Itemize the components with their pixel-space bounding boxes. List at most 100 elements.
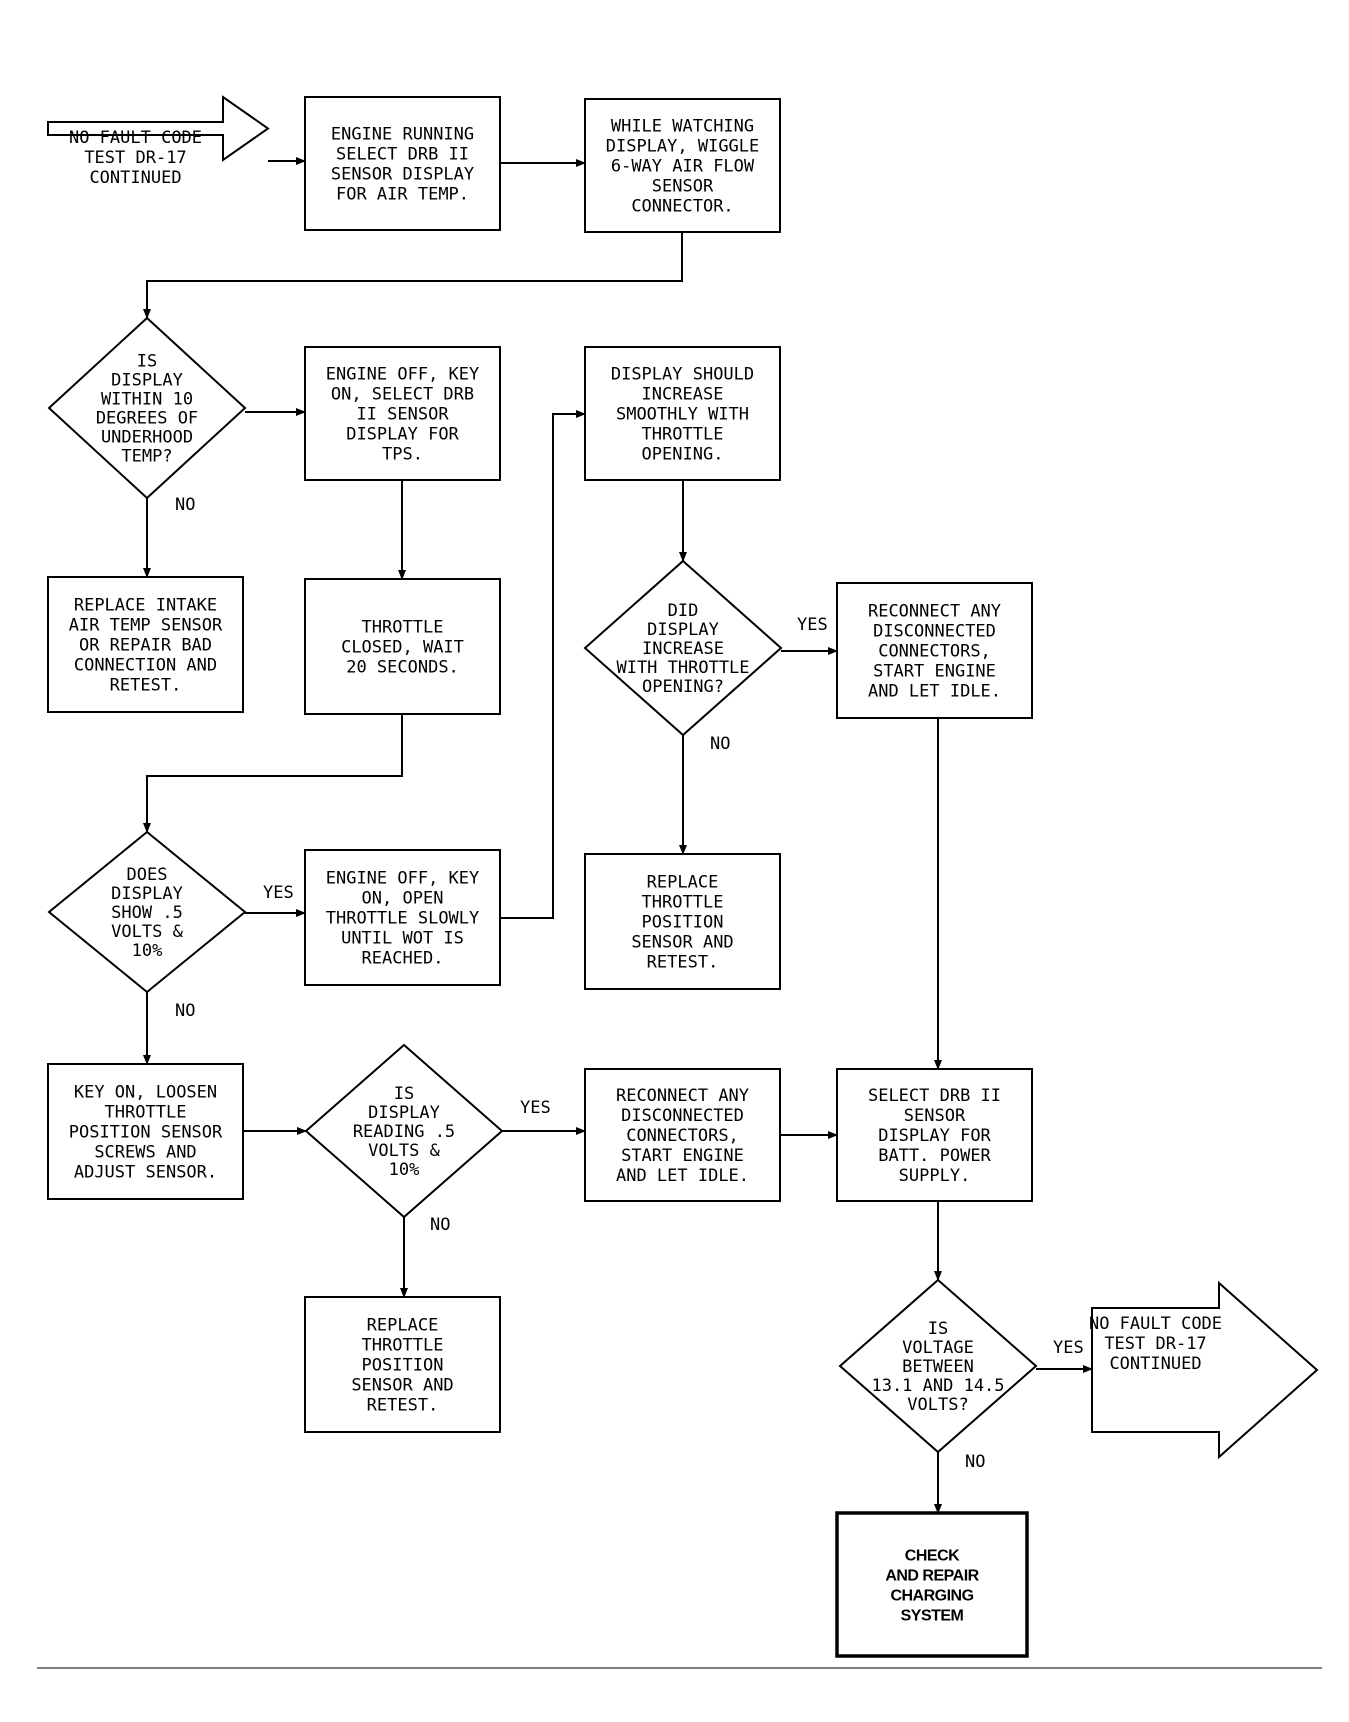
node-label-line: VOLTAGE	[902, 1338, 974, 1358]
node-label-line: THROTTLE	[642, 893, 724, 913]
node-label-line: SENSOR AND	[631, 933, 733, 953]
node-label-line: TEMP?	[121, 447, 172, 467]
node-label-line: DISCONNECTED	[621, 1106, 744, 1126]
node-label-line: REPLACE	[647, 873, 719, 893]
node-label-line: CHECK	[905, 1548, 960, 1565]
node-label-line: 13.1 AND 14.5	[871, 1376, 1004, 1396]
process-box-shape	[584, 346, 781, 481]
node-label-line: 10%	[132, 941, 163, 961]
node-label-line: OPENING.	[642, 445, 724, 465]
node-label-line: SENSOR DISPLAY	[331, 165, 474, 185]
node-label-line: DISPLAY	[111, 371, 183, 391]
node-n7: RECONNECT ANYDISCONNECTEDCONNECTORS,STAR…	[836, 582, 1033, 719]
node-label-line: DISPLAY SHOULD	[611, 365, 754, 385]
edge-n2-d1	[143, 232, 683, 319]
node-label-line: DEGREES OF	[96, 409, 198, 429]
edge-label: NO	[965, 1452, 985, 1472]
process-box-shape	[584, 1068, 781, 1202]
edge-label: NO	[175, 495, 195, 515]
process-box-shape	[584, 853, 781, 990]
node-label-line: UNTIL WOT IS	[341, 929, 464, 949]
node-label-line: RETEST.	[647, 953, 719, 973]
node-label-line: READING .5	[353, 1122, 455, 1142]
process-box-shape	[47, 576, 244, 713]
node-label-line: WITH THROTTLE	[616, 658, 749, 678]
node-label-line: THROTTLE	[362, 618, 444, 638]
node-label-line: CONNECTORS,	[878, 642, 991, 662]
node-label-line: 20 SECONDS.	[346, 658, 459, 678]
node-label-line: 10%	[389, 1160, 420, 1180]
edge-label: NO	[430, 1215, 450, 1235]
node-label-line: CONNECTOR.	[631, 197, 733, 217]
node-label-line: ENGINE OFF, KEY	[326, 365, 480, 385]
process-box-shape	[304, 578, 501, 715]
node-label-line: BATT. POWER	[878, 1146, 991, 1166]
process-box-shape	[304, 849, 501, 986]
node-label-line: TEST DR-17	[84, 148, 186, 168]
node-label-line: WHILE WATCHING	[611, 117, 754, 137]
node-label-line: ENGINE RUNNING	[331, 125, 474, 145]
node-label-line: NO FAULT CODE	[69, 128, 202, 148]
node-label-line: RECONNECT ANY	[616, 1086, 749, 1106]
node-label-line: AIR TEMP SENSOR	[69, 616, 223, 636]
node-label-line: INCREASE	[642, 639, 724, 659]
node-label-line: RETEST.	[367, 1396, 439, 1416]
node-label-line: START ENGINE	[621, 1146, 744, 1166]
node-label-line: DISCONNECTED	[873, 622, 996, 642]
node-label-line: AND LET IDLE.	[616, 1166, 749, 1186]
node-label-line: SELECT DRB II	[336, 145, 469, 165]
node-label-line: IS	[394, 1084, 414, 1104]
node-label-line: CONTINUED	[89, 168, 181, 188]
node-label-line: POSITION SENSOR	[69, 1123, 223, 1143]
node-label-line: VOLTS &	[111, 922, 183, 942]
edge-label: YES	[263, 883, 294, 903]
process-box-shape	[304, 346, 501, 481]
node-label-line: ON, OPEN	[362, 889, 444, 909]
node-label-line: ADJUST SENSOR.	[74, 1163, 217, 1183]
node-label-line: THROTTLE SLOWLY	[326, 909, 480, 929]
edge-n6-d3	[143, 714, 403, 833]
decision-diamond-shape	[304, 1043, 504, 1219]
node-label-line: TEST DR-17	[1104, 1334, 1206, 1354]
edge-label: YES	[1053, 1338, 1084, 1358]
node-label-line: AND REPAIR	[885, 1568, 979, 1585]
node-label-line: SCREWS AND	[94, 1143, 196, 1163]
edge-label: YES	[520, 1098, 551, 1118]
node-label-line: DOES	[127, 865, 168, 885]
node-label-line: II SENSOR	[356, 405, 449, 425]
node-label-line: SENSOR AND	[351, 1376, 453, 1396]
node-label-line: SENSOR	[652, 177, 714, 197]
terminal-box-shape	[835, 1511, 1029, 1658]
process-box-shape	[304, 1296, 501, 1433]
node-label-line: FOR AIR TEMP.	[336, 185, 469, 205]
node-label-line: POSITION	[362, 1356, 444, 1376]
node-label-line: IS	[137, 352, 157, 372]
node-label-line: SMOOTHLY WITH	[616, 405, 749, 425]
node-label-line: NO FAULT CODE	[1089, 1314, 1222, 1334]
node-label-line: SHOW .5	[111, 903, 183, 923]
node-label-line: DISPLAY	[111, 884, 183, 904]
decision-diamond-shape	[47, 316, 247, 500]
node-label-line: DISPLAY	[368, 1103, 440, 1123]
decision-diamond-shape	[583, 559, 783, 737]
node-label-line: CONNECTION AND	[74, 656, 217, 676]
connector-arrow-shape	[47, 95, 270, 162]
node-label-line: IS	[928, 1319, 948, 1339]
node-label-line: KEY ON, LOOSEN	[74, 1083, 217, 1103]
node-label-line: CONTINUED	[1109, 1354, 1201, 1374]
node-n11: RECONNECT ANYDISCONNECTEDCONNECTORS,STAR…	[584, 1068, 781, 1202]
